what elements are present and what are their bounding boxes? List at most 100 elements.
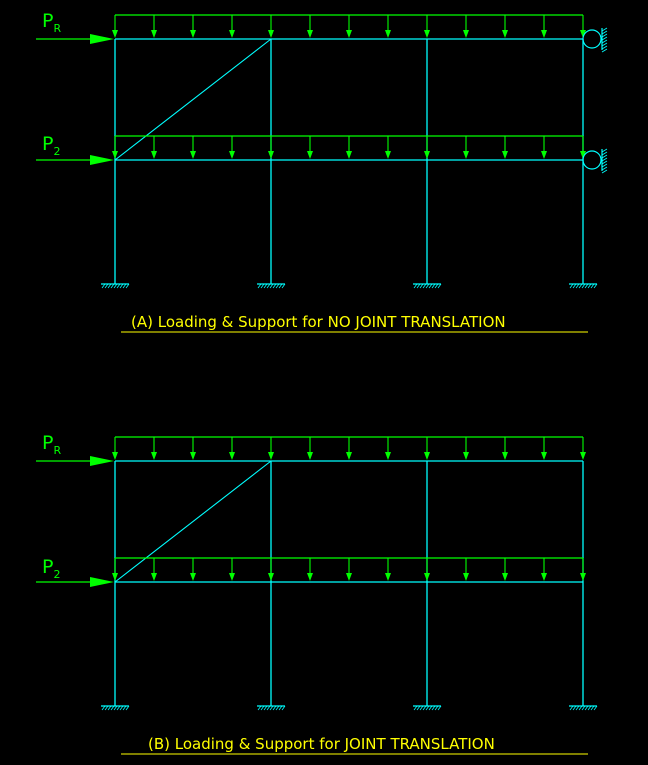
load-arrowhead — [580, 151, 586, 159]
roller-wall-hatch — [601, 166, 608, 171]
support-hatch — [275, 283, 280, 289]
roller-wall-hatch — [601, 157, 608, 162]
support-hatch — [101, 705, 106, 711]
support-hatch — [590, 705, 595, 711]
load-arrowhead — [112, 151, 118, 159]
floor-lateral-arrowhead — [90, 577, 114, 587]
caption-b: (B) Loading & Support for JOINT TRANSLAT… — [148, 735, 495, 753]
roller-wall-hatch — [601, 36, 608, 41]
load-arrowhead — [268, 452, 274, 460]
support-hatch — [413, 705, 418, 711]
support-hatch — [263, 283, 268, 289]
load-arrowhead — [151, 151, 157, 159]
floor-load-label-main: P — [42, 133, 53, 155]
load-arrowhead — [307, 452, 313, 460]
support-hatch — [104, 705, 109, 711]
support-hatch — [431, 705, 436, 711]
roller-circle — [582, 150, 602, 170]
load-arrowhead — [385, 452, 391, 460]
support-hatch — [419, 283, 424, 289]
support-hatch — [587, 283, 592, 289]
support-hatch — [278, 705, 283, 711]
roller-wall-hatch — [601, 169, 608, 174]
roof-load-label: PR — [42, 10, 61, 35]
support-hatch — [113, 283, 118, 289]
roller-circle — [582, 29, 602, 49]
load-arrowhead — [463, 452, 469, 460]
support-hatch — [581, 705, 586, 711]
support-hatch — [113, 705, 118, 711]
floor-load-label-main: P — [42, 556, 53, 578]
frame-diagram-b: PR P2 (B) Loading & Support for JOINT TR… — [36, 432, 598, 755]
support-hatch — [257, 283, 262, 289]
roller-wall-hatch — [601, 148, 608, 153]
roller-wall-hatch — [601, 160, 608, 165]
load-arrowhead — [346, 573, 352, 581]
load-arrowhead — [229, 452, 235, 460]
roof-load-label-main: P — [42, 10, 53, 32]
caption-a: (A) Loading & Support for NO JOINT TRANS… — [131, 313, 506, 331]
support-hatch — [434, 705, 439, 711]
support-hatch — [578, 705, 583, 711]
floor-load-label-sub: 2 — [53, 568, 60, 581]
support-hatch — [116, 705, 121, 711]
load-arrowhead — [463, 30, 469, 38]
load-arrowhead — [385, 30, 391, 38]
load-arrowhead — [424, 573, 430, 581]
support-hatch — [119, 283, 124, 289]
support-hatch — [263, 705, 268, 711]
support-hatch — [281, 283, 286, 289]
support-hatch — [437, 283, 442, 289]
load-arrowhead — [151, 573, 157, 581]
frame-members — [114, 460, 584, 706]
support-hatch — [569, 283, 574, 289]
support-hatch — [101, 283, 106, 289]
roller-wall-hatch — [601, 48, 608, 53]
load-arrowhead — [229, 30, 235, 38]
load-arrowhead — [307, 573, 313, 581]
roof-load-label: PR — [42, 432, 61, 457]
load-arrowhead — [307, 30, 313, 38]
floor-lateral-arrowhead — [90, 155, 114, 165]
support-hatch — [428, 283, 433, 289]
load-arrowhead — [190, 573, 196, 581]
load-arrowhead — [268, 151, 274, 159]
load-arrowhead — [580, 452, 586, 460]
support-hatch — [434, 283, 439, 289]
support-hatch — [425, 705, 430, 711]
support-hatch — [575, 283, 580, 289]
support-hatch — [593, 705, 598, 711]
support-hatch — [110, 283, 115, 289]
frame-diagram-a: PR P2 (A) Loading & Support for NO JOINT… — [36, 10, 608, 333]
support-hatch — [593, 283, 598, 289]
support-hatch — [125, 283, 130, 289]
support-hatch — [422, 283, 427, 289]
load-arrowhead — [541, 452, 547, 460]
load-arrowhead — [268, 573, 274, 581]
load-arrowhead — [112, 452, 118, 460]
floor-load-label-sub: 2 — [53, 145, 60, 158]
support-hatch — [122, 705, 127, 711]
load-arrowhead — [502, 151, 508, 159]
load-arrowhead — [580, 573, 586, 581]
support-hatch — [257, 705, 262, 711]
support-hatch — [422, 705, 427, 711]
support-hatch — [116, 283, 121, 289]
support-hatch — [428, 705, 433, 711]
fixed-supports — [101, 283, 598, 289]
load-arrowhead — [502, 30, 508, 38]
load-arrowhead — [346, 30, 352, 38]
load-arrowhead — [580, 30, 586, 38]
support-hatch — [572, 705, 577, 711]
load-arrowhead — [541, 30, 547, 38]
frame-members — [114, 38, 584, 284]
load-arrowhead — [385, 573, 391, 581]
load-arrowhead — [229, 573, 235, 581]
support-hatch — [278, 283, 283, 289]
roller-wall-hatch — [601, 42, 608, 47]
support-hatch — [272, 283, 277, 289]
floor-load-label: P2 — [42, 133, 60, 158]
support-hatch — [266, 283, 271, 289]
roller-wall-hatch — [601, 27, 608, 32]
